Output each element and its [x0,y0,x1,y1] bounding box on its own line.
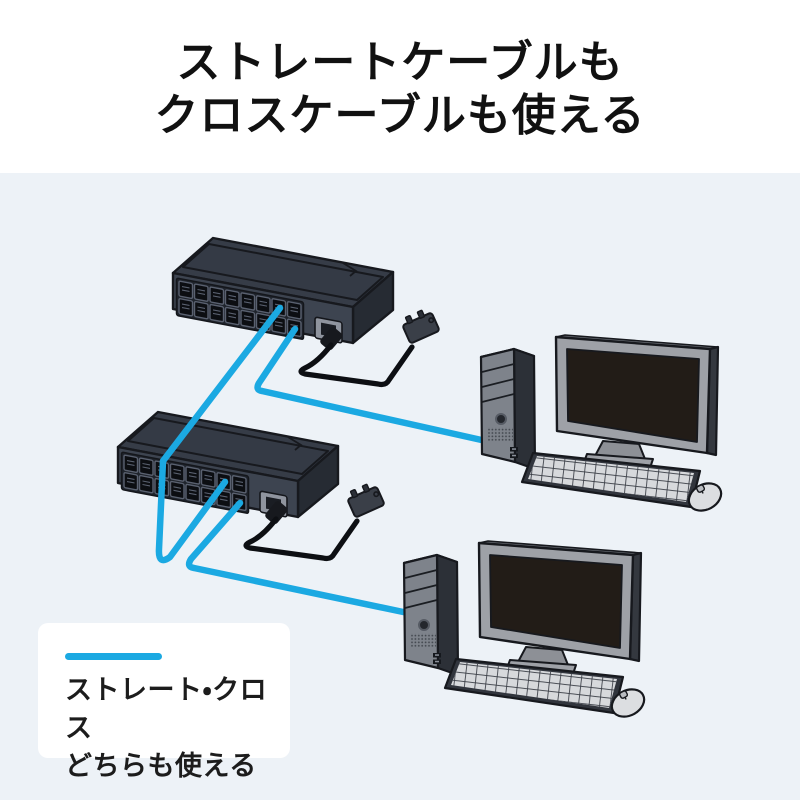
switch-1 [173,238,393,343]
computer-2 [402,539,651,724]
legend-line-2: どちらも使える [65,751,257,781]
cable-switch1-to-computer1 [254,325,490,445]
cable-switch2-to-computer2 [185,499,412,617]
switch-2 [118,412,338,517]
title-line-1: ストレートケーブルも [176,38,624,87]
title-line-2: クロスケーブルも使える [154,91,646,140]
page-title: ストレートケーブルも クロスケーブルも使える [0,36,800,142]
cyan-cable-line-swatch [65,653,162,660]
legend-line-1: ストレート・クロス [65,675,268,743]
legend-text: ストレート・クロス どちらも使える [65,671,290,785]
legend-card: ストレート・クロス どちらも使える [38,623,290,781]
cable-switch1-to-switch2 [155,304,284,564]
computer-1 [479,333,728,518]
